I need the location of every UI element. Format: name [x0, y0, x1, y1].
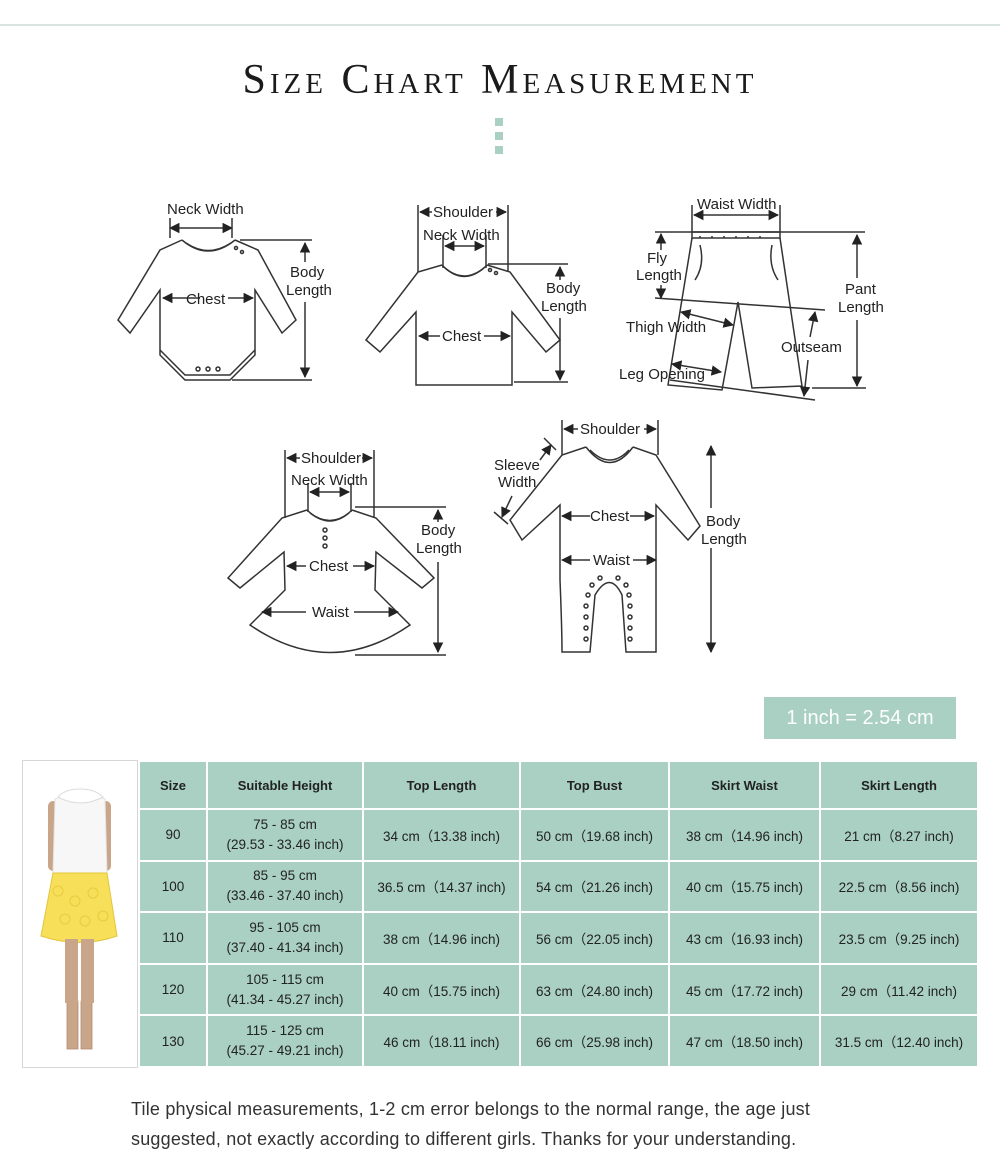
note-line-2: suggested, not exactly according to diff…	[131, 1129, 797, 1149]
header-skirt-length: Skirt Length	[819, 760, 979, 810]
dress-neck-label: Neck Width	[291, 472, 368, 489]
table-header-row: Size Suitable Height Top Length Top Bust…	[138, 760, 979, 810]
height-cm: 115 - 125 cm	[246, 1023, 324, 1039]
cell-size: 120	[138, 962, 208, 1017]
header-skirt-waist: Skirt Waist	[668, 760, 821, 810]
unit-conversion-badge: 1 inch = 2.54 cm	[764, 697, 956, 739]
pants-pant-label-2: Length	[838, 299, 884, 316]
cell-top-bust: 66 cm（25.98 inch)	[519, 1014, 670, 1068]
pants-pant-label-1: Pant	[845, 281, 877, 298]
height-inch: (33.46 - 37.40 inch)	[226, 888, 344, 904]
cell-size: 110	[138, 911, 208, 965]
height-cm: 85 - 95 cm	[253, 868, 317, 884]
height-inch: (45.27 - 49.21 inch)	[226, 1043, 344, 1059]
pants-fly-label-2: Length	[636, 267, 682, 284]
cell-size: 130	[138, 1014, 208, 1068]
cell-top-length: 46 cm（18.11 inch)	[362, 1014, 521, 1068]
table-row: 110 95 - 105 cm (37.40 - 41.34 inch) 38 c…	[138, 911, 979, 965]
cell-skirt-waist: 38 cm（14.96 inch)	[668, 808, 821, 862]
page-title: Size Chart Measurement	[242, 57, 758, 103]
cell-skirt-waist: 47 cm（18.50 inch)	[668, 1014, 821, 1068]
cell-height: 75 - 85 cm (29.53 - 33.46 inch)	[206, 808, 364, 862]
romper-chest-label: Chest	[590, 508, 630, 525]
height-inch: (37.40 - 41.34 inch)	[226, 939, 344, 955]
top-divider	[0, 24, 1000, 26]
table-row: 100 85 - 95 cm (33.46 - 37.40 inch) 36.5 …	[138, 859, 979, 914]
cell-height: 105 - 115 cm (41.34 - 45.27 inch)	[206, 962, 364, 1017]
cell-size: 100	[138, 859, 208, 914]
height-cm: 105 - 115 cm	[246, 971, 324, 987]
cell-skirt-waist: 40 cm（15.75 inch)	[668, 859, 821, 914]
dress-waist-label: Waist	[312, 604, 350, 621]
bodysuit-body-label-2: Length	[286, 282, 332, 299]
pants-thigh-label: Thigh Width	[626, 319, 706, 336]
romper-sleeve-label-2: Width	[498, 474, 536, 491]
dress-body-label-2: Length	[416, 540, 462, 557]
cell-height: 85 - 95 cm (33.46 - 37.40 inch)	[206, 859, 364, 914]
cell-skirt-length: 22.5 cm（8.56 inch)	[819, 859, 979, 914]
pants-waist-label: Waist Width	[697, 196, 776, 213]
cell-size: 90	[138, 808, 208, 862]
cell-top-bust: 54 cm（21.26 inch)	[519, 859, 670, 914]
header-top-bust: Top Bust	[519, 760, 670, 810]
dress-body-label-1: Body	[421, 522, 456, 539]
measurement-diagrams: Neck Width Body Length Chest Shoulder Ne…	[117, 196, 884, 656]
table-row: 130 115 - 125 cm (45.27 - 49.21 inch) 46 …	[138, 1014, 979, 1068]
height-inch: (29.53 - 33.46 inch)	[226, 836, 344, 852]
product-photo	[22, 760, 138, 1068]
cell-top-length: 34 cm（13.38 inch)	[362, 808, 521, 862]
cell-top-length: 38 cm（14.96 inch)	[362, 911, 521, 965]
cell-height: 95 - 105 cm (37.40 - 41.34 inch)	[206, 911, 364, 965]
dress-chest-label: Chest	[309, 558, 349, 575]
bodysuit-diagram	[117, 239, 297, 381]
height-cm: 95 - 105 cm	[249, 919, 321, 935]
romper-sleeve-label-1: Sleeve	[494, 457, 540, 474]
cell-skirt-length: 31.5 cm（12.40 inch)	[819, 1014, 979, 1068]
sweater-shoulder-label: Shoulder	[433, 204, 493, 221]
cell-top-length: 36.5 cm（14.37 inch)	[362, 859, 521, 914]
height-cm: 75 - 85 cm	[253, 816, 317, 832]
sweater-body-label-1: Body	[546, 280, 581, 297]
cell-height: 115 - 125 cm (45.27 - 49.21 inch)	[206, 1014, 364, 1068]
dress-diagram	[226, 509, 436, 654]
sweater-chest-label: Chest	[442, 328, 482, 345]
table-row: 90 75 - 85 cm (29.53 - 33.46 inch) 34 cm（…	[138, 808, 979, 862]
cell-skirt-length: 23.5 cm（9.25 inch)	[819, 911, 979, 965]
note-line-1: Tile physical measurements, 1-2 cm error…	[131, 1099, 811, 1119]
bodysuit-chest-label: Chest	[186, 291, 226, 308]
sweater-neck-label: Neck Width	[423, 227, 500, 244]
header-top-length: Top Length	[362, 760, 521, 810]
romper-waist-label: Waist	[593, 552, 631, 569]
header-size: Size	[138, 760, 208, 810]
cell-skirt-length: 21 cm（8.27 inch)	[819, 808, 979, 862]
height-inch: (41.34 - 45.27 inch)	[226, 991, 344, 1007]
cell-skirt-length: 29 cm（11.42 inch)	[819, 962, 979, 1017]
dress-shoulder-label: Shoulder	[301, 450, 361, 467]
cell-top-length: 40 cm（15.75 inch)	[362, 962, 521, 1017]
sweater-diagram	[364, 264, 562, 386]
pants-outseam-label: Outseam	[781, 339, 842, 356]
romper-shoulder-label: Shoulder	[580, 421, 640, 438]
romper-body-label-2: Length	[701, 531, 747, 548]
cell-skirt-waist: 45 cm（17.72 inch)	[668, 962, 821, 1017]
cell-top-bust: 50 cm（19.68 inch)	[519, 808, 670, 862]
table-row: 120 105 - 115 cm (41.34 - 45.27 inch) 40 …	[138, 962, 979, 1017]
romper-diagram	[509, 446, 701, 653]
cell-top-bust: 56 cm（22.05 inch)	[519, 911, 670, 965]
cell-skirt-waist: 43 cm（16.93 inch)	[668, 911, 821, 965]
cell-top-bust: 63 cm（24.80 inch)	[519, 962, 670, 1017]
disclaimer-note: Tile physical measurements, 1-2 cm error…	[131, 1094, 931, 1154]
bodysuit-neck-label: Neck Width	[167, 201, 244, 218]
pants-leg-label: Leg Opening	[619, 366, 705, 383]
pants-fly-label-1: Fly	[647, 250, 667, 267]
bodysuit-body-label-1: Body	[290, 264, 325, 281]
sweater-body-label-2: Length	[541, 298, 587, 315]
header-suitable-height: Suitable Height	[206, 760, 364, 810]
size-table: Size Suitable Height Top Length Top Bust…	[138, 760, 979, 1068]
romper-body-label-1: Body	[706, 513, 741, 530]
dot-divider	[495, 118, 503, 160]
